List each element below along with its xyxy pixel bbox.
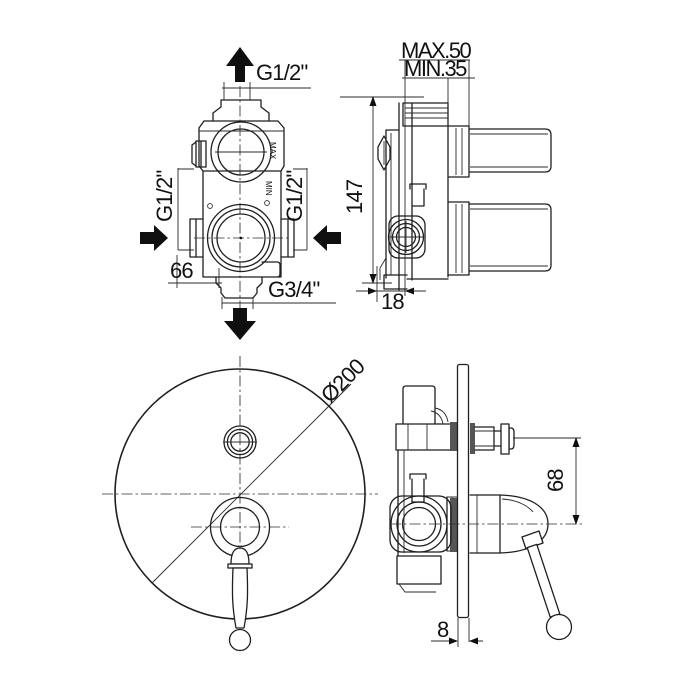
flow-arrow-up-icon xyxy=(226,47,254,82)
dim-arrowhead xyxy=(369,96,377,106)
dim-label-top-port: G1/2" xyxy=(256,60,308,85)
dim-arrowhead xyxy=(449,637,458,645)
escutcheon-cylinder xyxy=(469,494,501,554)
cartridge-inner-circle xyxy=(216,213,266,263)
handle-ball-end xyxy=(228,628,252,652)
dim-label-8: 8 xyxy=(437,617,449,642)
trim-front-view: Ø200 xyxy=(102,354,378,652)
dim-label-min-depth: MIN.35 xyxy=(404,56,467,81)
dim-arrowhead xyxy=(368,287,377,295)
cartridge-center-dot xyxy=(239,236,243,240)
dim-label-18: 18 xyxy=(381,289,404,314)
dim-arrowhead xyxy=(572,437,580,447)
handle-lever-joint xyxy=(521,530,544,550)
handle-lever-ball xyxy=(545,613,573,641)
inlet-port-inner-circle xyxy=(395,226,417,248)
dim-arrowhead xyxy=(405,287,414,295)
screw-hole-left xyxy=(207,203,213,209)
diverter-through-wall-connector xyxy=(450,422,457,451)
inlet-port-mid-circle xyxy=(391,222,421,252)
valve-front-dimension-lines xyxy=(168,82,336,309)
cartridge-outer-circle xyxy=(206,203,276,273)
plate-diameter-line xyxy=(151,383,352,584)
handle-dome-highlight xyxy=(501,498,534,513)
diverter-knob-detail xyxy=(475,430,494,447)
dim-arrowhead xyxy=(469,637,478,645)
handle-lever-shaft xyxy=(526,543,561,618)
diverter-knob-disc xyxy=(500,423,510,455)
dim-label-bottom-port: G3/4" xyxy=(268,277,320,302)
cartridge-mid-circle xyxy=(211,208,271,268)
dim-label-147: 147 xyxy=(342,179,367,214)
dim-arrowhead xyxy=(572,515,580,525)
valve-front-view: G1/2" G1/2" G1/2" G3/4" 66 MAX MIN xyxy=(140,47,341,340)
dim-label-68: 68 xyxy=(543,469,568,492)
valve-side-view: MAX.50 MIN.35 147 18 xyxy=(340,38,552,314)
valve-side-dimension-lines xyxy=(340,59,475,302)
dim-label-right-port: G1/2" xyxy=(282,170,307,222)
dim-label-left-port: G1/2" xyxy=(152,170,177,222)
inlet-port-outer-circle xyxy=(387,218,425,256)
dim-arrowhead xyxy=(369,274,377,284)
screw-hole-right xyxy=(264,200,270,206)
diverter-backing-disc xyxy=(470,423,475,454)
valve-front-side-ports xyxy=(189,218,295,258)
cartridge-through-wall-connector xyxy=(450,498,457,552)
valve-side-body-detail-lines xyxy=(379,107,548,280)
max-marking: MAX xyxy=(268,142,277,160)
diverter-port-outer-circle xyxy=(210,121,272,183)
flow-arrow-down-icon xyxy=(224,308,256,340)
diverter-knob-side xyxy=(474,426,515,451)
dim-label-plate-diameter: Ø200 xyxy=(316,354,370,408)
wall-plate-side xyxy=(456,363,470,619)
handle-escutcheon-inner-circle xyxy=(219,506,261,548)
dim-label-max-depth: MAX.50 xyxy=(401,38,472,63)
flow-arrow-right-icon xyxy=(313,225,341,251)
valve-front-body-detail-lines xyxy=(199,130,284,153)
trim-side-body-outline xyxy=(395,385,458,585)
flow-arrow-left-icon xyxy=(140,225,168,251)
trim-side-dimension-lines xyxy=(431,437,581,647)
min-marking: MIN xyxy=(264,181,273,196)
handle-collar-base xyxy=(227,563,253,569)
trim-side-view: 68 8 xyxy=(389,363,584,647)
handle-collar xyxy=(230,547,250,565)
handle-lever-stem xyxy=(231,567,249,629)
dim-label-66: 66 xyxy=(170,258,193,283)
diverter-port-inner-circle xyxy=(217,128,265,176)
valve-front-body-outline xyxy=(191,99,285,299)
valve-side-body-outline xyxy=(377,102,552,291)
